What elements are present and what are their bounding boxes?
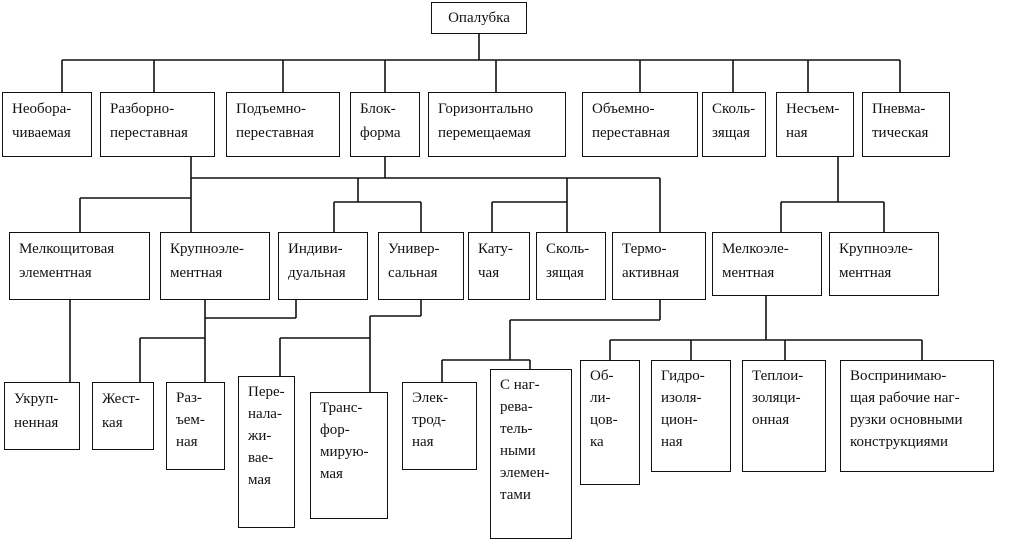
node-l2-3: Индиви- дуальная <box>278 232 368 300</box>
node-l3-8: Об- ли- цов- ка <box>580 360 640 485</box>
node-l1-4: Блок- форма <box>350 92 420 157</box>
node-l2-6: Сколь- зящая <box>536 232 606 300</box>
node-l3-2: Жест- кая <box>92 382 154 450</box>
node-l1-1: Необора- чиваемая <box>2 92 92 157</box>
node-l3-5: Транс- фор- мирую- мая <box>310 392 388 519</box>
node-l3-10: Теплои- золяци- онная <box>742 360 826 472</box>
node-l2-5: Кату- чая <box>468 232 530 300</box>
node-l2-2: Крупноэле- ментная <box>160 232 270 300</box>
node-l1-2: Разборно- переставная <box>100 92 215 157</box>
node-l2-4: Универ- сальная <box>378 232 464 300</box>
node-l1-9: Пневма- тическая <box>862 92 950 157</box>
node-l1-6: Объемно- переставная <box>582 92 698 157</box>
node-l2-7: Термо- активная <box>612 232 706 300</box>
node-l2-1: Мелкощитовая элементная <box>9 232 150 300</box>
node-l1-8: Несъем- ная <box>776 92 854 157</box>
node-l3-3: Раз- ъем- ная <box>166 382 225 470</box>
node-l3-6: Элек- трод- ная <box>402 382 477 470</box>
node-l2-8: Мелкоэле- ментная <box>712 232 822 296</box>
node-l1-3: Подъемно- переставная <box>226 92 340 157</box>
node-l3-4: Пере- нала- жи- вае- мая <box>238 376 295 528</box>
node-l3-11: Воспринимаю- щая рабочие наг- рузки осно… <box>840 360 994 472</box>
node-root: Опалубка <box>431 2 527 34</box>
node-l3-1: Укруп- ненная <box>4 382 80 450</box>
node-l1-7: Сколь- зящая <box>702 92 766 157</box>
node-l1-5: Горизонтально перемещаемая <box>428 92 566 157</box>
node-l2-9: Крупноэле- ментная <box>829 232 939 296</box>
node-l3-7: С наг- рева- тель- ными элемен- тами <box>490 369 572 539</box>
node-l3-9: Гидро- изоля- цион- ная <box>651 360 731 472</box>
